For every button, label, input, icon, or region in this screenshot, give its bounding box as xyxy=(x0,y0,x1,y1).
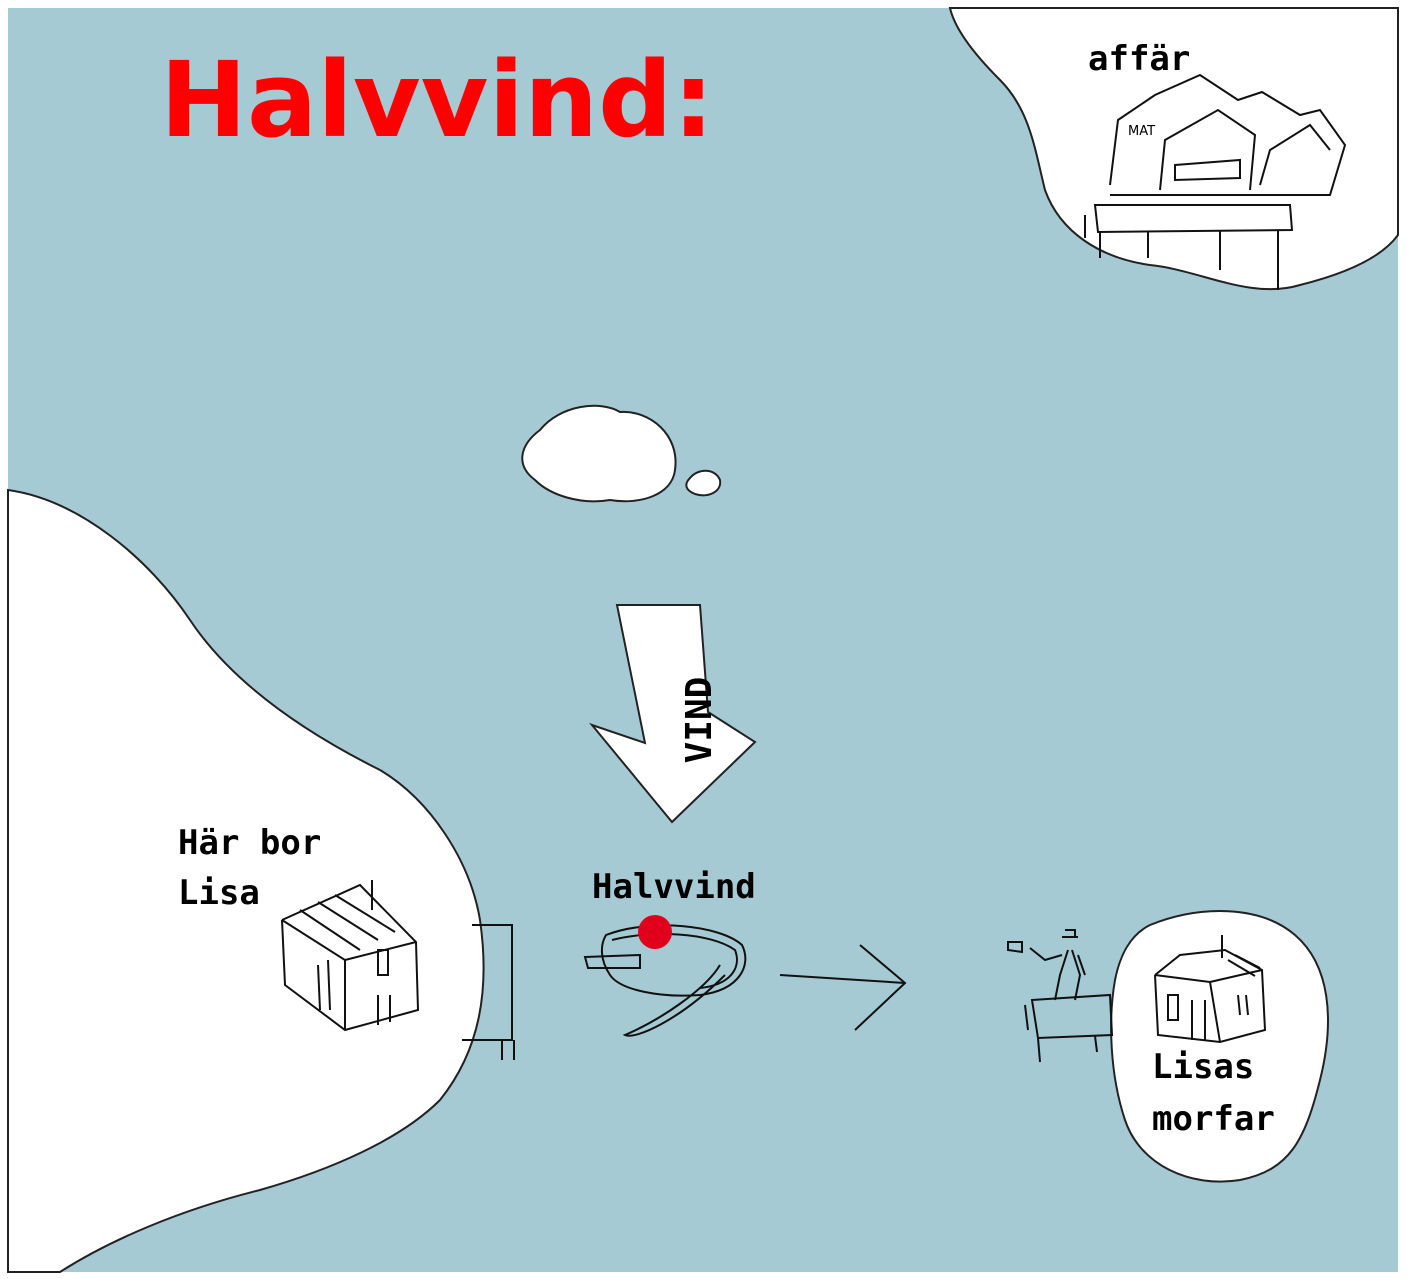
boat-position-marker xyxy=(638,915,672,949)
grandpa-label-line1: Lisas xyxy=(1152,1046,1254,1088)
grandpa-label-line2: morfar xyxy=(1152,1098,1275,1140)
store-label: affär xyxy=(1088,38,1190,80)
page-title: Halvvind: xyxy=(160,40,714,160)
wind-label: VIND xyxy=(680,660,720,780)
boat-label: Halvvind xyxy=(592,866,756,908)
store-sign: MAT xyxy=(1128,124,1155,139)
home-label-line1: Här bor xyxy=(178,822,321,864)
home-label-line2: Lisa xyxy=(178,872,260,914)
